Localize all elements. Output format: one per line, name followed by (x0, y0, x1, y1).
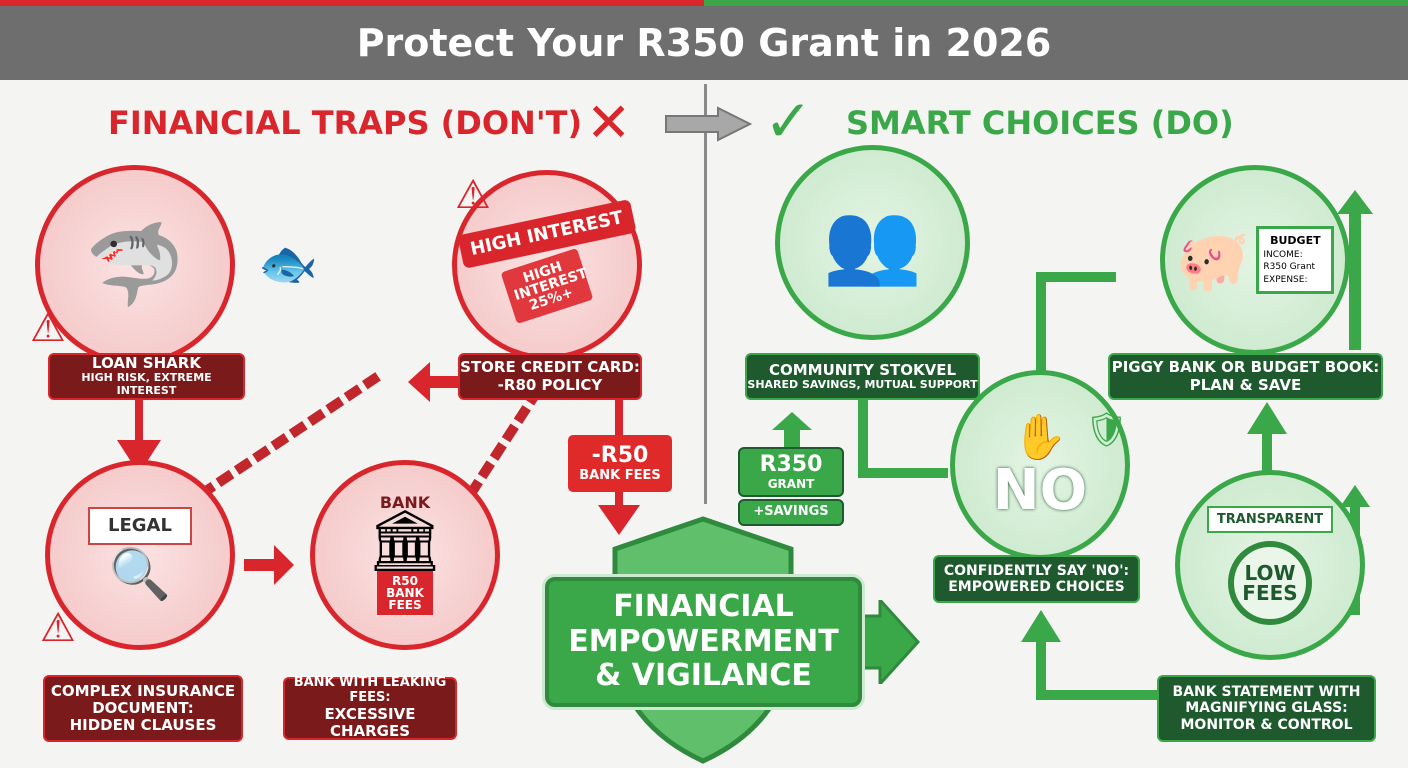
bank-illustration: BANK 🏛 R50 BANK FEES (310, 460, 500, 650)
banner-line: FINANCIAL (613, 589, 794, 625)
no-text: NO (992, 458, 1088, 523)
arrow-up-icon (1021, 610, 1061, 642)
grant-amount: R350 (759, 452, 823, 478)
piggy-budget-illustration: 🐖 BUDGET INCOME: R350 Grant EXPENSE: (1160, 165, 1350, 355)
connector (1036, 690, 1158, 700)
label-title: COMMUNITY STOKVEL (768, 360, 957, 379)
arrow-up-icon (1337, 190, 1373, 350)
arrow-down-icon (598, 505, 640, 535)
arrow-right-icon (244, 545, 294, 585)
magnifier-icon: LOW FEES (1228, 540, 1312, 625)
warning-icon: ⚠ (455, 172, 491, 218)
arrow-up-icon (1247, 402, 1287, 434)
connector (615, 400, 623, 440)
arrow-right-icon (665, 106, 752, 142)
label-title: STORE CREDIT CARD: (460, 358, 640, 377)
banner-line: & VIGILANCE (595, 658, 812, 694)
label-line: MAGNIFYING GLASS: (1185, 700, 1348, 717)
shield-check-icon: 🛡 (1085, 410, 1129, 450)
label-line: PIGGY BANK OR BUDGET BOOK: (1111, 358, 1380, 377)
label-line: HIDDEN CLAUSES (69, 716, 217, 735)
label-line: EMPOWERED CHOICES (948, 579, 1125, 595)
fish-icon: 🐟 (258, 236, 318, 292)
choices-heading: SMART CHOICES (DO) (846, 104, 1234, 142)
label-subtitle: -R80 POLICY (497, 375, 603, 394)
budget-book-icon: BUDGET INCOME: R350 Grant EXPENSE: (1256, 226, 1335, 294)
label-line: BANK WITH LEAKING FEES: (293, 675, 447, 706)
magnifier-icon: 🔍 (108, 544, 172, 603)
label-title: LOAN SHARK (92, 354, 201, 373)
label-line: MONITOR & CONTROL (1180, 716, 1353, 733)
document-magnifier-icon: LEGAL (88, 506, 192, 545)
connector (1036, 640, 1046, 700)
statement-illustration: TRANSPARENT LOW FEES (1175, 470, 1365, 660)
label-subtitle: SHARED SAVINGS, MUTUAL SUPPORT (747, 377, 978, 391)
cross-icon: ✕ (586, 91, 632, 154)
person-hand-icon: ✋ (1012, 412, 1068, 463)
connector (1036, 272, 1046, 422)
fee-arrow: R50 BANK FEES (377, 571, 433, 615)
loan-shark-illustration: 🦈 (35, 165, 235, 365)
fee-amount: -R50 (591, 443, 649, 469)
store-credit-illustration: HIGH INTEREST HIGH INTEREST 25%+ (452, 170, 642, 360)
label-line: BANK STATEMENT WITH (1172, 684, 1361, 701)
bank-building-icon: 🏛 (366, 506, 444, 576)
page-title: Protect Your R350 Grant in 2026 (356, 21, 1052, 65)
say-no-illustration: ✋ NO (950, 370, 1130, 560)
check-icon: ✓ (764, 87, 813, 155)
label-line: DOCUMENT: (92, 698, 194, 717)
shark-icon: 🦈 (85, 218, 185, 311)
community-icon: 👥 (822, 195, 923, 289)
label-line: EXCESSIVE CHARGES (324, 705, 416, 741)
income-value: R350 Grant (1263, 262, 1316, 273)
income-label: INCOME: (1263, 249, 1303, 260)
arrow-up-icon (772, 412, 812, 448)
connector (135, 400, 143, 450)
chain-icon (197, 370, 540, 500)
piggy-label: PIGGY BANK OR BUDGET BOOK:PLAN & SAVE (1108, 353, 1383, 400)
insurance-illustration: LEGAL 🔍 (45, 460, 235, 650)
say-no-label: CONFIDENTLY SAY 'NO':EMPOWERED CHOICES (933, 555, 1140, 603)
traps-heading: FINANCIAL TRAPS (DON'T) (108, 104, 583, 142)
price-tag-icon: HIGH INTEREST 25%+ (500, 247, 594, 325)
banner-line: EMPOWERMENT (568, 623, 839, 659)
warning-icon: ⚠ (30, 305, 66, 351)
stokvel-illustration: 👥 (775, 145, 970, 340)
warning-icon: ⚠ (40, 605, 76, 651)
statement-doc: TRANSPARENT (1206, 505, 1334, 533)
title-bar: Protect Your R350 Grant in 2026 (0, 6, 1408, 80)
divider (704, 84, 707, 504)
connector (1036, 272, 1116, 282)
arrow-left-icon (408, 362, 460, 402)
budget-title: BUDGET (1270, 234, 1321, 248)
grant-label: GRANT (767, 476, 815, 491)
connector (858, 468, 948, 478)
connector (615, 490, 623, 510)
label-subtitle: HIGH RISK, EXTREME INTEREST (81, 371, 212, 398)
label-line: CONFIDENTLY SAY 'NO': (943, 562, 1130, 579)
label-line: PLAN & SAVE (1189, 375, 1302, 394)
piggy-bank-icon: 🐖 (1175, 225, 1251, 296)
connector (858, 400, 868, 478)
fee-text: BANK FEES (579, 467, 661, 483)
store-credit-label: STORE CREDIT CARD:-R80 POLICY (458, 353, 642, 400)
top-stripe-red (0, 0, 704, 6)
arrow-down-icon (117, 440, 161, 474)
connector (1262, 432, 1272, 472)
top-stripe-green (704, 0, 1408, 6)
label-line: COMPLEX INSURANCE (50, 681, 236, 700)
savings-box: +SAVINGS (738, 499, 844, 526)
bank-icon: BANK (379, 493, 431, 512)
center-banner: FINANCIAL EMPOWERMENT & VIGILANCE (545, 577, 862, 707)
expense-label: EXPENSE: (1263, 274, 1308, 285)
bank-label: BANK WITH LEAKING FEES:EXCESSIVE CHARGES (283, 675, 457, 741)
